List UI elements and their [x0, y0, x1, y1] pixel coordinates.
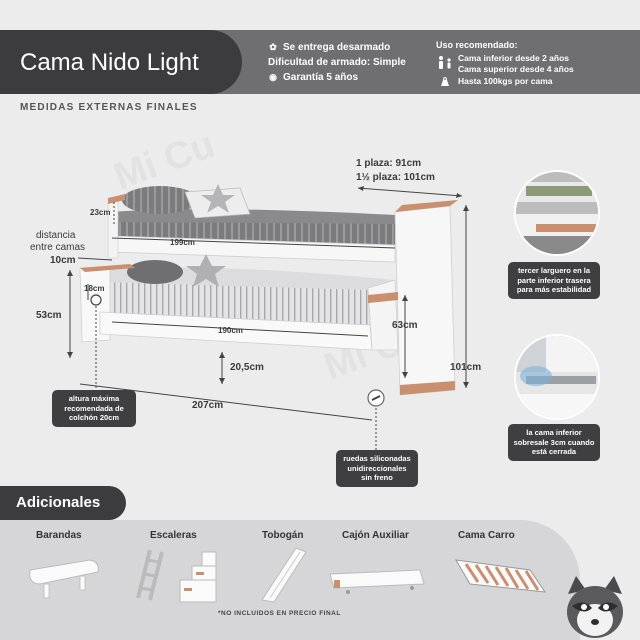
- spec-item: ✿Se entrega desarmado: [269, 42, 391, 53]
- uso-line-1: Cama inferior desde 2 años: [458, 53, 570, 63]
- dim-distancia-2: entre camas: [30, 242, 86, 253]
- upper-pillow: [122, 186, 198, 214]
- title-pill: [0, 30, 242, 94]
- shield-icon: ◉: [269, 72, 277, 82]
- dim-10: 10cm: [50, 255, 76, 266]
- callout-larguero: tercer larguero en la parte inferior tra…: [508, 262, 600, 299]
- detail-photo-sobresale: [514, 334, 600, 420]
- cajon-image: [329, 569, 425, 594]
- lower-pillow: [127, 260, 183, 284]
- dim-20-5: 20,5cm: [230, 362, 264, 373]
- children-icon: [439, 56, 451, 69]
- accessory-tobogan: Tobogán: [262, 530, 304, 541]
- dim-63: 63cm: [392, 320, 418, 331]
- spec-item: ◉Garantía 5 años: [269, 72, 359, 83]
- lower-mattress: [100, 282, 370, 325]
- spec-list: ✿Se entrega desarmado Dificultad de arma…: [268, 40, 406, 85]
- spec-item: Dificultad de armado: Simple: [268, 57, 406, 68]
- dim-207: 207cm: [192, 400, 224, 411]
- callout-sobresale: la cama inferior sobresale 3cm cuando es…: [508, 424, 600, 461]
- star-cushion: [201, 184, 235, 213]
- dim-18: 18cm: [84, 284, 105, 293]
- accessory-cama-carro: Cama Carro: [458, 530, 515, 541]
- escalera-image: [136, 549, 217, 603]
- dim-199: 199cm: [170, 238, 195, 247]
- baranda-image: [29, 559, 99, 599]
- dim-23: 23cm: [90, 208, 111, 217]
- dim-plaza-1-5: 1½ plaza: 101cm: [356, 172, 435, 183]
- recommended-use: Uso recomendado: Cama inferior desde 2 a…: [436, 40, 574, 87]
- star-cushion-lower: [186, 254, 226, 287]
- upper-mattress: [112, 220, 395, 245]
- accessory-cajon: Cajón Auxiliar: [342, 530, 409, 541]
- dim-53: 53cm: [36, 310, 62, 321]
- adicionales-title: Adicionales: [16, 494, 101, 511]
- gear-icon: ✿: [269, 42, 277, 52]
- dim-distancia-1: distancia: [36, 230, 76, 241]
- section-subtitle: MEDIDAS EXTERNAS FINALES: [20, 102, 198, 113]
- adicionales-pill: [0, 486, 126, 520]
- page-title: Cama Nido Light: [20, 49, 199, 76]
- raccoon-mascot-icon: [567, 576, 623, 638]
- weight-icon: [441, 76, 449, 86]
- accessory-illustrations: [29, 547, 547, 603]
- callout-ruedas: ruedas siliconadas unidireccionales sin …: [336, 450, 418, 487]
- accessory-barandas: Barandas: [36, 530, 82, 541]
- callout-colchon: altura máxima recomendada de colchón 20c…: [52, 390, 136, 427]
- not-included-note: *NO INCLUIDOS EN PRECIO FINAL: [218, 610, 341, 617]
- cama-carro-image: [455, 559, 547, 593]
- uso-line-2: Cama superior desde 4 años: [458, 64, 574, 74]
- recommended-use-heading: Uso recomendado:: [436, 40, 518, 50]
- dim-plaza-1: 1 plaza: 91cm: [356, 158, 422, 169]
- dim-101: 101cm: [450, 362, 482, 373]
- bed-illustration: Mi Cu Mi Cu: [67, 184, 469, 450]
- uso-line-3: Hasta 100kgs por cama: [458, 76, 553, 86]
- accessory-escaleras: Escaleras: [150, 530, 197, 541]
- detail-photo-larguero: [514, 170, 600, 256]
- dim-190: 190cm: [218, 326, 243, 335]
- tobogan-image: [261, 547, 307, 603]
